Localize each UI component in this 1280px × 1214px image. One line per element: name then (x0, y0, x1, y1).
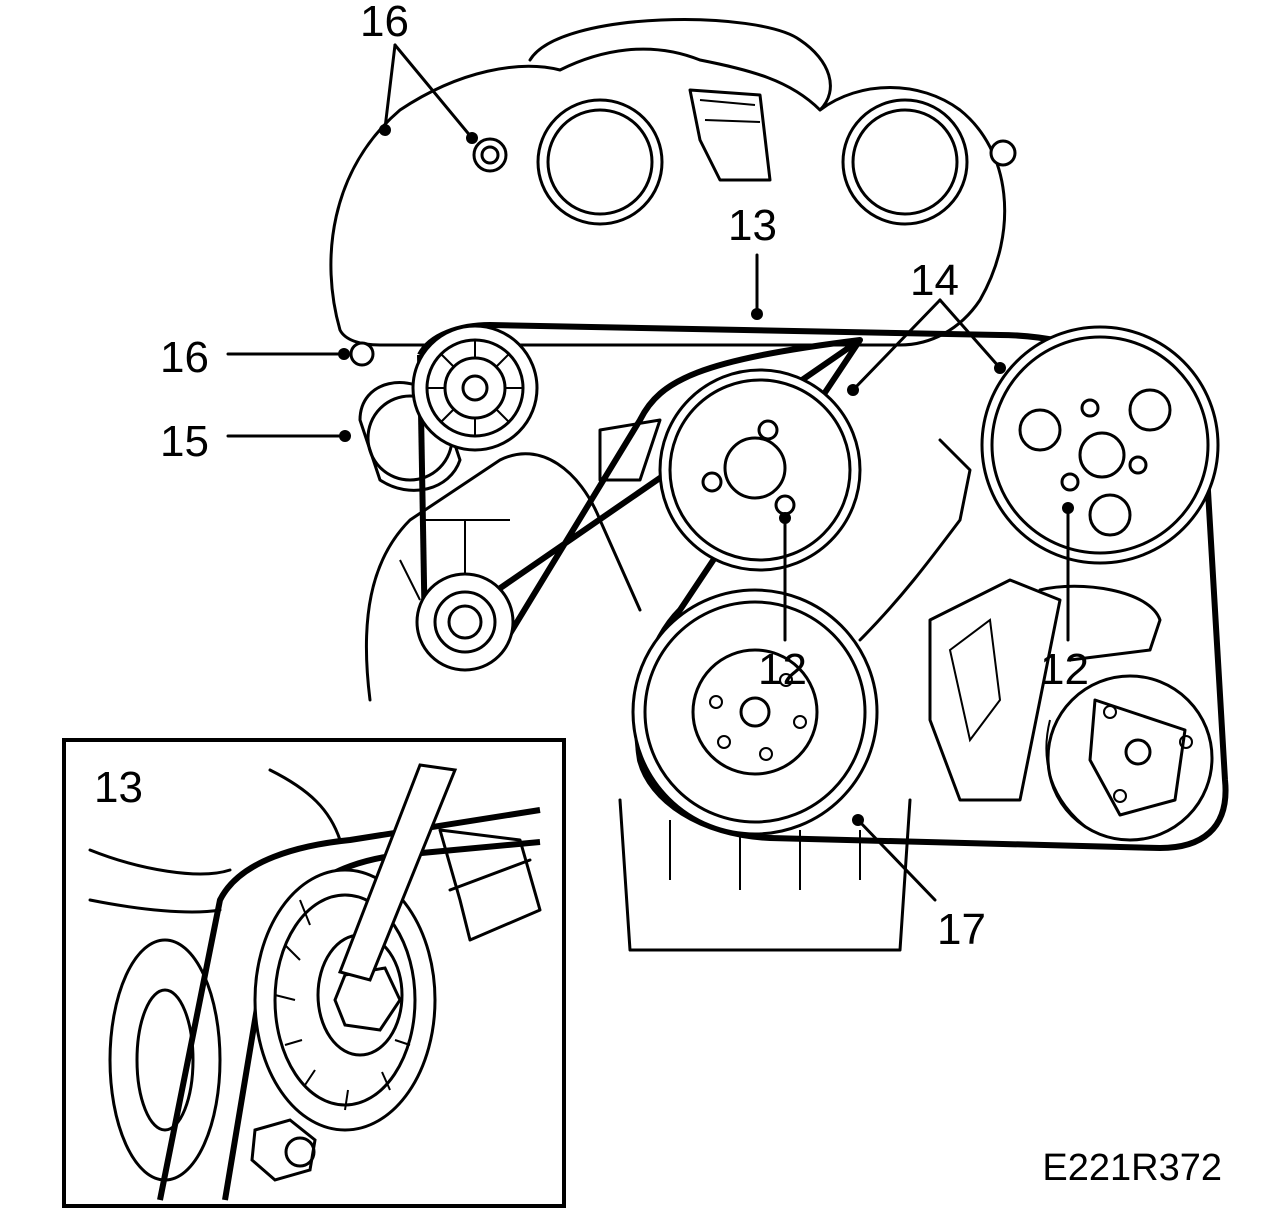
callout-15: 15 (160, 417, 209, 466)
belt-tensioner-pulley (411, 324, 539, 452)
ac-compressor-pulley (980, 325, 1220, 565)
callout-16-left: 16 (160, 333, 209, 382)
drawing-code: E221R372 (1042, 1147, 1222, 1189)
callout-14: 14 (910, 256, 959, 305)
callout-17: 17 (937, 905, 986, 954)
timing-cover (329, 18, 1017, 367)
idler-pulley (399, 519, 515, 672)
inset-callout-13: 13 (94, 763, 143, 812)
callout-16-top: 16 (360, 0, 409, 46)
water-pump-pulley (658, 368, 862, 572)
crankshaft-pulley (631, 588, 879, 836)
inset-detail: 13 (62, 738, 566, 1208)
callout-12-compressor: 12 (1040, 645, 1089, 694)
callout-12-crankshaft: 12 (758, 645, 807, 694)
power-steering-pump (1045, 674, 1214, 842)
callout-leaders (226, 43, 1074, 902)
callout-13: 13 (728, 201, 777, 250)
